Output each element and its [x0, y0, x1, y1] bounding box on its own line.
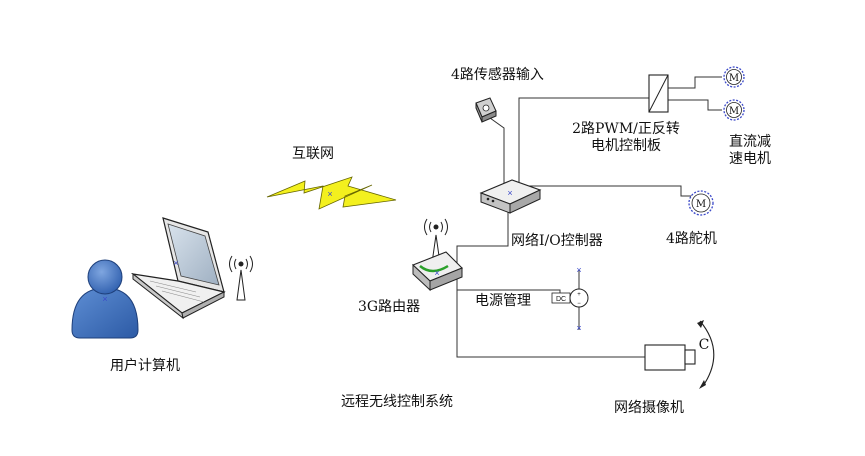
dc-motor-line2: 速电机 — [729, 151, 771, 167]
sensor-label: 4路传感器输入 — [451, 67, 544, 83]
lightning-marker: × — [327, 189, 332, 199]
power-label: 电源管理 — [475, 293, 531, 309]
io-controller-label: 网络I/O控制器 — [511, 233, 603, 249]
svg-text:×: × — [102, 294, 107, 304]
servo-letter: M — [696, 199, 706, 210]
svg-text:×: × — [434, 268, 439, 278]
servo-label: 4路舵机 — [666, 231, 717, 247]
pwm-board-label: 2路PWM/正反转 电机控制板 — [564, 121, 688, 155]
motor-icon-2: M — [723, 99, 745, 121]
dc-source-icon: DC + − × × — [551, 265, 589, 333]
controller-to-servo — [527, 185, 692, 197]
pwm-board-line1: 2路PWM/正反转 — [572, 121, 680, 137]
sensor-line — [489, 117, 505, 188]
motor-icon-1: M — [723, 66, 745, 88]
board-to-motor1 — [668, 76, 722, 89]
board-to-motor2 — [668, 99, 722, 111]
dc-motor-label: 直流减 速电机 — [722, 134, 778, 168]
motor-2-letter: M — [729, 106, 739, 117]
svg-text:×: × — [507, 188, 512, 198]
router-icon: × — [411, 218, 463, 292]
motor-1-letter: M — [729, 73, 739, 84]
sensor-icon — [475, 97, 497, 123]
camera-label: 网络摄像机 — [614, 400, 684, 416]
user-computer-label: 用户计算机 — [110, 358, 180, 374]
camera-letter: C — [699, 337, 710, 353]
connection-lines — [456, 76, 722, 358]
router-to-controller — [456, 209, 509, 263]
svg-text:−: − — [577, 301, 581, 307]
svg-text:×: × — [173, 258, 178, 268]
laptop-icon: × — [130, 217, 226, 320]
system-title: 远程无线控制系统 — [341, 394, 453, 410]
servo-motor-icon: M — [688, 190, 714, 216]
driver-board-icon — [648, 74, 669, 113]
svg-text:×: × — [576, 265, 581, 275]
antenna-icon — [229, 255, 253, 301]
svg-text:×: × — [576, 323, 581, 333]
person-icon: × — [71, 259, 139, 339]
internet-label: 互联网 — [292, 146, 334, 162]
dc-motor-line1: 直流减 — [729, 134, 771, 150]
router-to-camera — [456, 290, 645, 358]
pwm-board-line2: 电机控制板 — [591, 138, 661, 154]
camera-icon: C — [644, 320, 715, 389]
router-label: 3G路由器 — [358, 299, 421, 315]
controller-top-bus — [518, 97, 649, 186]
controller-box-icon: × — [479, 179, 542, 214]
lightning-bolt-icon — [266, 176, 397, 210]
dc-tag: DC — [556, 296, 566, 303]
svg-text:+: + — [577, 292, 581, 298]
